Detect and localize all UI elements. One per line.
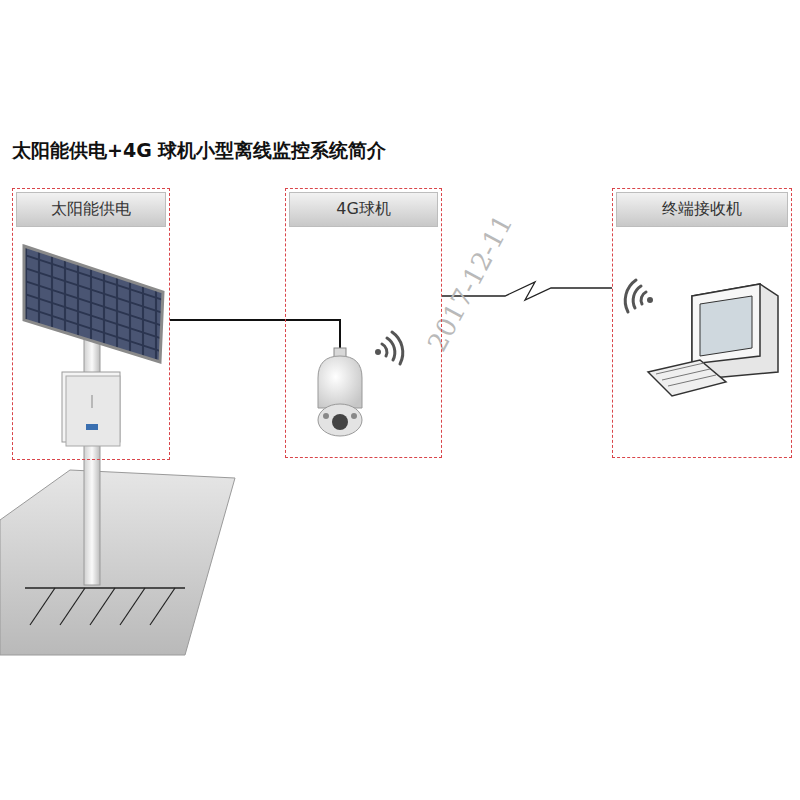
watermark: 2017-12-11 xyxy=(422,210,519,356)
controller-box xyxy=(62,372,120,446)
solar-panel xyxy=(24,246,163,362)
dashed-group-box: 4G球机 xyxy=(285,188,442,458)
dashed-group-box: 终端接收机 xyxy=(612,188,792,458)
dome-camera xyxy=(318,348,362,436)
group-header: 4G球机 xyxy=(289,192,438,227)
ground-plane xyxy=(0,470,235,655)
wifi-icon xyxy=(375,332,403,364)
computer xyxy=(648,284,778,396)
dashed-group-box: 太阳能供电 xyxy=(12,188,170,460)
power-wire xyxy=(285,320,340,350)
power-cable xyxy=(170,319,285,321)
wifi-icon xyxy=(625,280,653,312)
group-header: 太阳能供电 xyxy=(16,192,166,227)
group-header: 终端接收机 xyxy=(616,192,788,227)
diagram-title: 太阳能供电+4G 球机小型离线监控系统简介 xyxy=(12,138,386,164)
pole xyxy=(84,330,100,585)
